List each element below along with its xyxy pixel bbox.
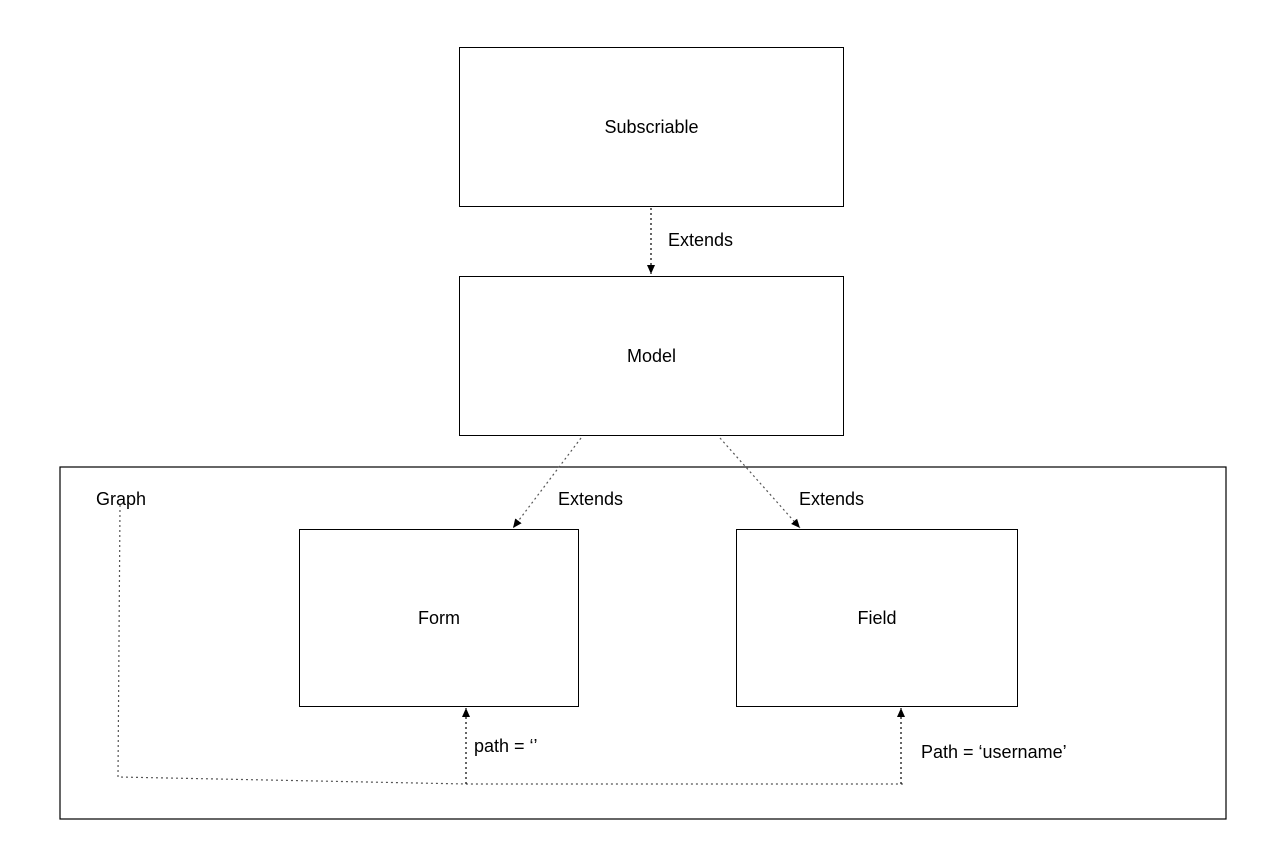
edge-graph-path — [117, 504, 903, 785]
graph-container — [59, 466, 1227, 820]
node-subscriable[interactable]: Subscriable — [459, 47, 844, 207]
edge-label-form-model: Extends — [558, 489, 624, 509]
graph-label: Graph — [96, 489, 147, 509]
node-form-label: Form — [418, 607, 460, 628]
edge-form-model — [512, 437, 582, 529]
edge-label-field-model: Extends — [799, 489, 865, 509]
edge-label-model-subscriable: Extends — [668, 230, 734, 250]
node-model-label: Model — [626, 345, 677, 366]
node-subscriable-label: Subscriable — [604, 116, 699, 137]
node-form[interactable]: Form — [299, 529, 579, 707]
edge-label-graph-field: Path = ‘username’ — [921, 742, 1067, 762]
edge-field-model — [719, 437, 801, 529]
node-field-label: Field — [857, 607, 897, 628]
node-field[interactable]: Field — [736, 529, 1018, 707]
edge-label-graph-form: path = ‘’ — [474, 736, 538, 756]
node-model[interactable]: Model — [459, 276, 844, 436]
